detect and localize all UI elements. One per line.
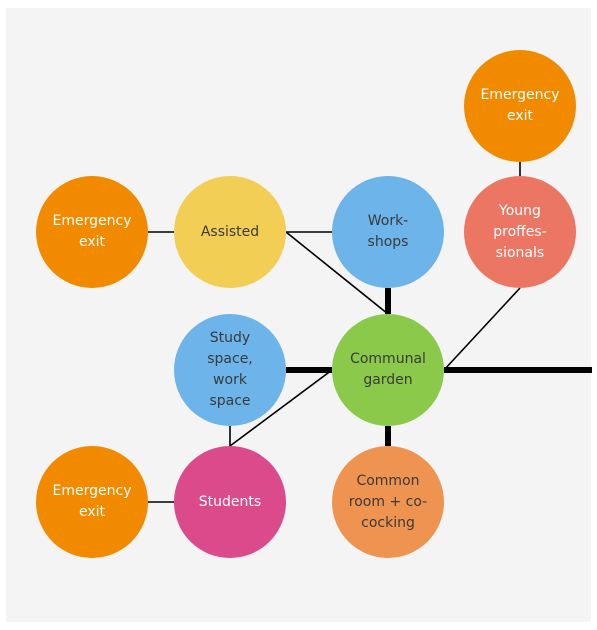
node-communal-garden: Communal garden [332, 314, 444, 426]
edge-young-professionals-to-communal-garden [443, 287, 521, 371]
node-label: Work- shops [367, 213, 409, 250]
node-emergency-exit-bottom: Emergency exit [36, 446, 148, 558]
node-label: Emergency exit [52, 213, 132, 250]
edge-students-to-communal-garden [229, 369, 333, 447]
node-label: Young proffes- sionals [493, 202, 547, 261]
node-emergency-exit-left: Emergency exit [36, 176, 148, 288]
node-workshops: Work- shops [332, 176, 444, 288]
node-emergency-exit-top: Emergency exit [464, 50, 576, 162]
node-label: Common room + co- cocking [348, 472, 428, 531]
node-students: Students [174, 446, 286, 558]
node-young-professionals: Young proffes- sionals [464, 176, 576, 288]
node-label: Emergency exit [480, 87, 560, 124]
edge-assisted-to-communal-garden [285, 231, 389, 315]
node-assisted: Assisted [174, 176, 286, 288]
node-label: Emergency exit [52, 483, 132, 520]
node-label: Communal garden [350, 351, 426, 388]
node-label: Study space, work space [207, 330, 253, 409]
node-label: Students [198, 493, 262, 510]
node-common-room: Common room + co- cocking [332, 446, 444, 558]
node-study-space: Study space, work space [174, 314, 286, 426]
node-label: Assisted [200, 223, 260, 240]
